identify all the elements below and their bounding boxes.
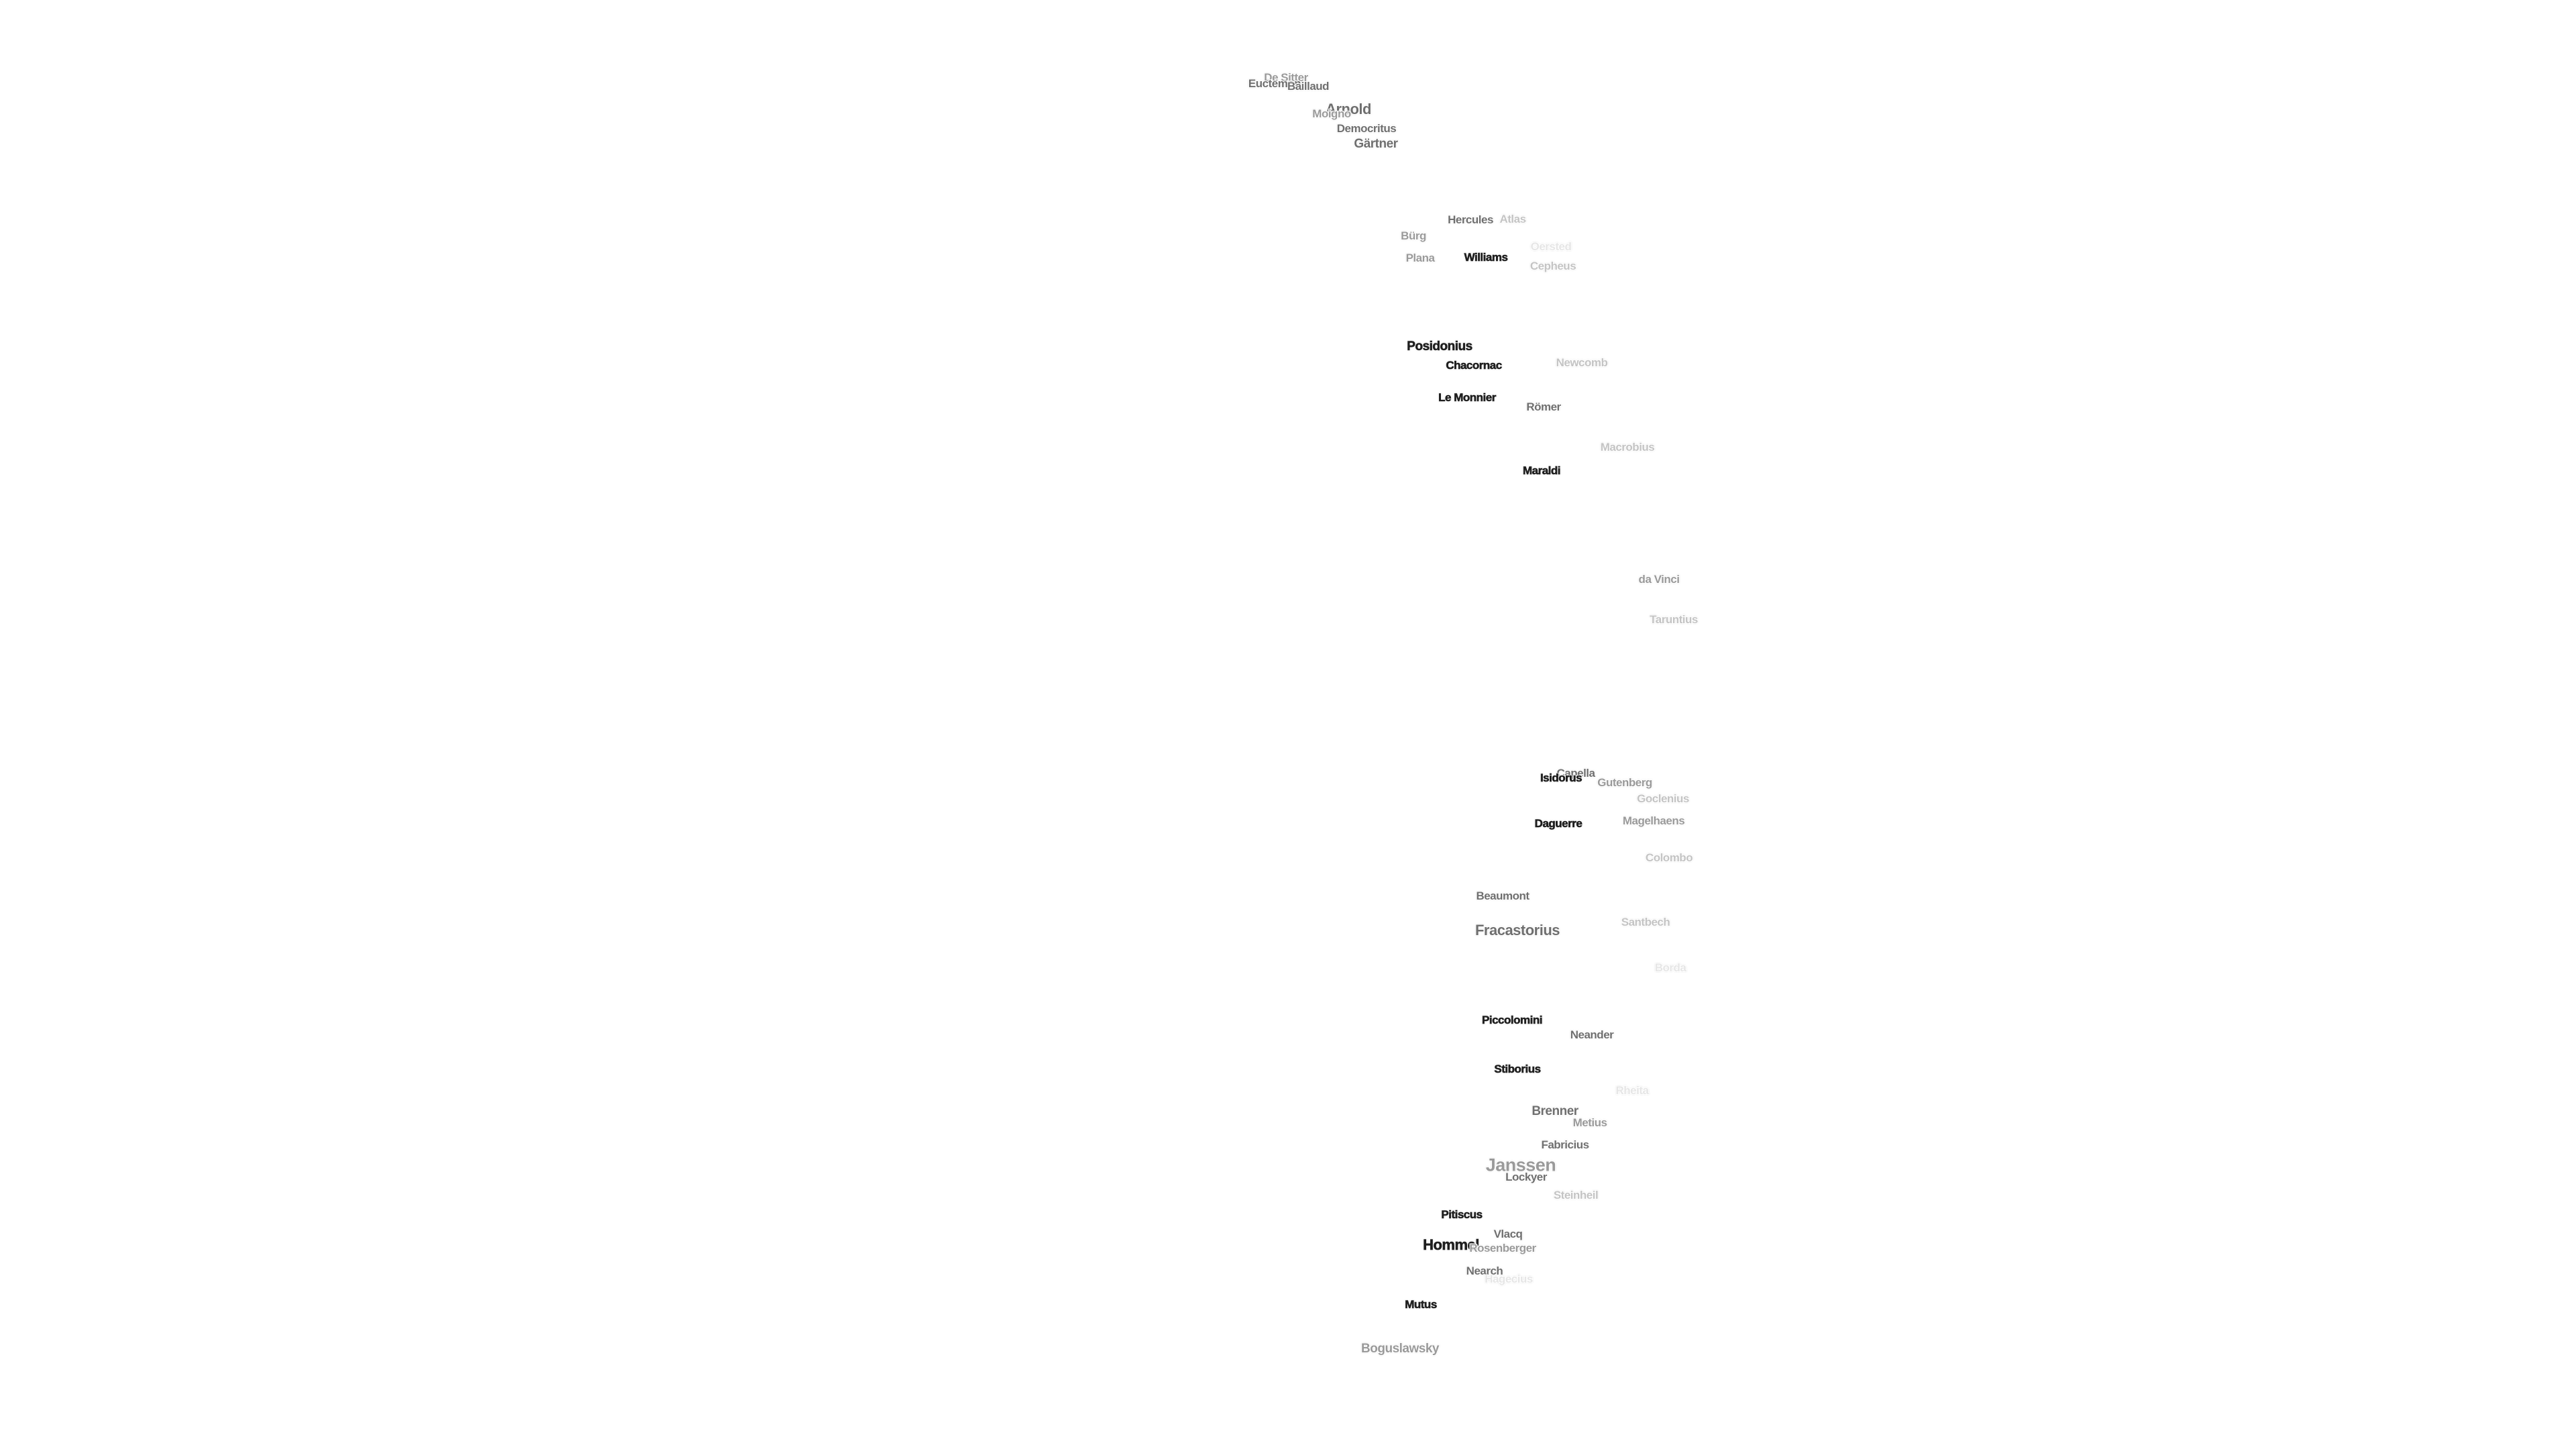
crater-label-rheita[interactable]: Rheita — [1615, 1084, 1649, 1097]
crater-label-beaumont[interactable]: Beaumont — [1476, 890, 1529, 902]
crater-label-piccolomini[interactable]: Piccolomini — [1482, 1014, 1543, 1027]
crater-label-atlas[interactable]: Atlas — [1499, 213, 1526, 225]
crater-label-newcomb[interactable]: Newcomb — [1556, 356, 1608, 369]
crater-label-neander[interactable]: Neander — [1570, 1028, 1614, 1041]
crater-label-plana[interactable]: Plana — [1405, 252, 1435, 264]
crater-label-de-sitter[interactable]: De Sitter — [1264, 71, 1308, 84]
crater-label-williams[interactable]: Williams — [1464, 251, 1508, 264]
crater-label-hercules[interactable]: Hercules — [1448, 213, 1493, 226]
crater-label-chacornac[interactable]: Chacornac — [1446, 359, 1502, 372]
crater-label-pitiscus[interactable]: Pitiscus — [1441, 1208, 1483, 1222]
crater-label-brenner[interactable]: Brenner — [1532, 1104, 1578, 1118]
crater-label-daguerre[interactable]: Daguerre — [1534, 817, 1582, 830]
crater-label-baillaud[interactable]: Baillaud — [1287, 80, 1330, 93]
crater-label-rosenberger[interactable]: Rosenberger — [1469, 1242, 1536, 1254]
crater-label-isidorus[interactable]: Isidorus — [1540, 771, 1582, 785]
crater-label-euctemon[interactable]: Euctemon — [1248, 77, 1301, 90]
crater-label-da-vinci[interactable]: da Vinci — [1638, 573, 1680, 586]
crater-label-colombo[interactable]: Colombo — [1645, 851, 1693, 864]
crater-label-fracastorius[interactable]: Fracastorius — [1474, 922, 1560, 938]
crater-label-fabricius[interactable]: Fabricius — [1541, 1138, 1589, 1151]
crater-label-burg[interactable]: Bürg — [1401, 229, 1426, 242]
crater-label-boguslawsky[interactable]: Boguslawsky — [1361, 1342, 1439, 1356]
crater-label-nearch[interactable]: Nearch — [1466, 1265, 1503, 1277]
crater-label-romer[interactable]: Römer — [1526, 400, 1561, 413]
crater-label-capella[interactable]: Capella — [1556, 767, 1595, 780]
crater-label-stiborius[interactable]: Stiborius — [1494, 1063, 1541, 1076]
crater-label-steinheil[interactable]: Steinheil — [1553, 1189, 1599, 1201]
crater-label-hommel[interactable]: Hommel — [1423, 1236, 1480, 1254]
crater-label-lockyer[interactable]: Lockyer — [1505, 1171, 1547, 1183]
crater-label-hagecius[interactable]: Hagecius — [1485, 1273, 1533, 1285]
crater-label-macrobius[interactable]: Macrobius — [1600, 441, 1655, 453]
crater-label-metius[interactable]: Metius — [1572, 1116, 1607, 1129]
crater-label-gutenberg[interactable]: Gutenberg — [1597, 776, 1652, 789]
crater-label-maraldi[interactable]: Maraldi — [1522, 464, 1561, 478]
crater-label-le-monnier[interactable]: Le Monnier — [1438, 391, 1497, 405]
crater-label-democritus[interactable]: Democritus — [1336, 122, 1397, 135]
crater-label-janssen[interactable]: Janssen — [1485, 1155, 1556, 1175]
crater-label-oersted[interactable]: Oersted — [1530, 240, 1572, 253]
crater-label-gartner[interactable]: Gärtner — [1354, 137, 1398, 151]
crater-label-borda[interactable]: Borda — [1654, 961, 1686, 974]
crater-label-vlacq[interactable]: Vlacq — [1493, 1228, 1523, 1240]
crater-label-santbech[interactable]: Santbech — [1621, 916, 1670, 928]
crater-label-taruntius[interactable]: Taruntius — [1650, 613, 1698, 626]
crater-label-magelhaens[interactable]: Magelhaens — [1622, 814, 1685, 827]
crater-label-posidonius[interactable]: Posidonius — [1407, 339, 1473, 354]
crater-label-mutus[interactable]: Mutus — [1405, 1298, 1438, 1311]
crater-label-moigno[interactable]: Moigno — [1312, 107, 1351, 120]
crater-label-arnold[interactable]: Arnold — [1326, 101, 1371, 117]
crater-label-goclenius[interactable]: Goclenius — [1637, 792, 1689, 805]
crater-label-cepheus[interactable]: Cepheus — [1529, 260, 1576, 272]
